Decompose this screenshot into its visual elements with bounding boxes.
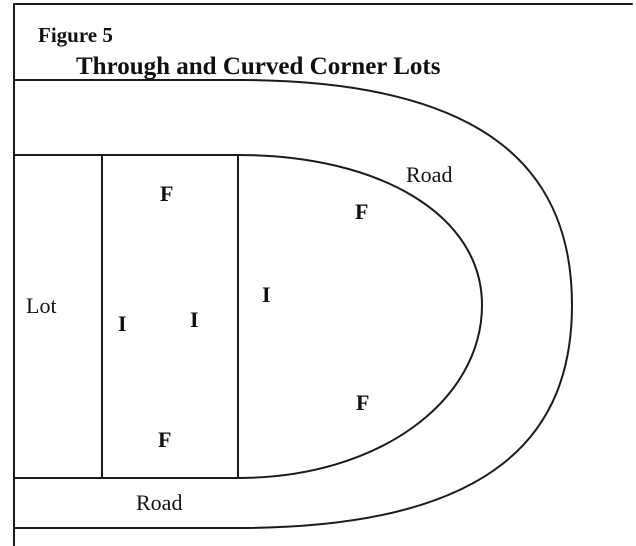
- road-label-top: Road: [406, 162, 452, 187]
- figure-title: Through and Curved Corner Lots: [76, 53, 441, 80]
- outer-road-curve: [13, 79, 573, 529]
- marker-f-curved-bottom: F: [356, 390, 369, 415]
- marker-i-right-interior: I: [190, 307, 199, 332]
- marker-f-curved-top: F: [355, 199, 368, 224]
- marker-i-curved-lot: I: [262, 282, 271, 307]
- marker-i-left-interior: I: [118, 311, 127, 336]
- lot-label: Lot: [26, 293, 57, 318]
- marker-f-left-bottom: F: [158, 427, 171, 452]
- figure-label: Figure 5: [38, 23, 113, 47]
- marker-f-left-top: F: [160, 181, 173, 206]
- road-label-bottom: Road: [136, 490, 182, 515]
- inner-lot-boundary: [13, 154, 483, 479]
